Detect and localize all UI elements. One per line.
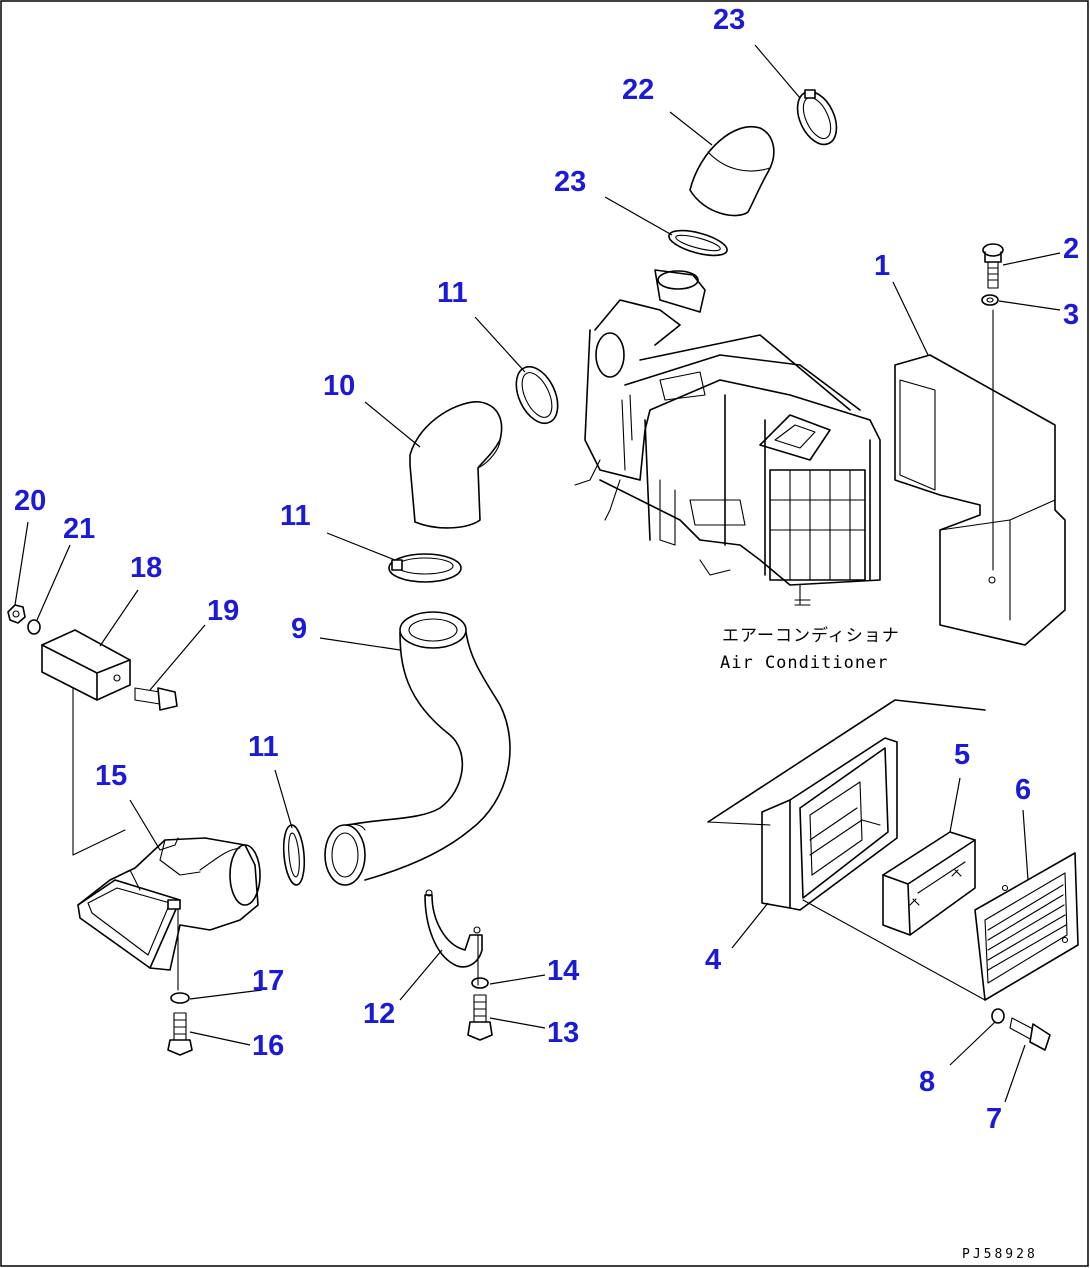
part-16-bolt <box>167 1012 193 1056</box>
callout-labels: 23 22 23 1 2 3 11 10 11 9 11 15 20 21 18… <box>14 4 1079 1135</box>
part-3-washer <box>981 294 999 306</box>
callout-11-top: 11 <box>437 277 468 309</box>
callout-12: 12 <box>363 998 395 1030</box>
callout-23-lower: 23 <box>554 166 586 198</box>
callout-15: 15 <box>95 760 127 792</box>
part-10-elbow-hose <box>409 401 503 529</box>
part-12-bracket <box>424 889 483 986</box>
part-13-bolt <box>467 994 493 1041</box>
part-23-clamp-upper <box>796 89 838 146</box>
leader-lines <box>14 44 1061 1103</box>
callout-19: 19 <box>207 595 239 627</box>
callout-16: 16 <box>252 1030 284 1062</box>
callout-9: 9 <box>291 613 307 645</box>
callout-7: 7 <box>986 1103 1002 1135</box>
part-22-elbow-duct <box>689 125 775 217</box>
part-21-washer <box>27 619 41 635</box>
part-4-duct-frame <box>707 699 986 1001</box>
part-23-clamp-lower <box>668 229 728 257</box>
callout-23-top: 23 <box>713 4 745 36</box>
part-14-washer <box>471 977 489 989</box>
part-1-side-cover <box>894 309 1066 646</box>
part-11-clamp-middle <box>388 553 462 583</box>
callout-6: 6 <box>1015 774 1031 806</box>
caption-english: Air Conditioner <box>720 653 889 673</box>
callout-13: 13 <box>547 1017 579 1049</box>
callout-4: 4 <box>705 944 721 976</box>
callout-11-middle: 11 <box>280 500 311 532</box>
callout-22: 22 <box>622 74 654 106</box>
part-20-nut <box>7 604 26 624</box>
part-11-clamp-lower <box>282 824 306 886</box>
callout-2: 2 <box>1063 233 1079 265</box>
document-number: PJ58928 <box>962 1247 1038 1262</box>
callout-20: 20 <box>14 485 46 517</box>
caption-japanese: エアーコンディショナ <box>722 625 900 646</box>
part-11-clamp-upper <box>515 365 559 425</box>
callout-17: 17 <box>252 965 284 997</box>
part-7-screw <box>1009 1017 1051 1051</box>
callout-1: 1 <box>874 250 890 282</box>
part-1-air-conditioner-unit <box>574 269 881 606</box>
part-8-washer <box>991 1008 1005 1024</box>
callout-8: 8 <box>919 1066 935 1098</box>
part-17-washer <box>170 992 190 1004</box>
callout-21: 21 <box>63 513 95 545</box>
callout-14: 14 <box>547 955 579 987</box>
callout-3: 3 <box>1063 299 1079 331</box>
part-2-bolt <box>982 243 1004 289</box>
callout-18: 18 <box>130 552 162 584</box>
part-5-filter <box>882 831 976 936</box>
part-6-grille <box>974 852 1079 1001</box>
part-19-bolt <box>134 687 178 711</box>
callout-10: 10 <box>323 370 355 402</box>
part-18-mounting-block <box>41 629 131 701</box>
callout-5: 5 <box>954 739 970 771</box>
part-9-s-duct <box>324 611 511 886</box>
part-15-outlet-duct <box>72 679 261 991</box>
callout-11-lower: 11 <box>248 731 279 763</box>
